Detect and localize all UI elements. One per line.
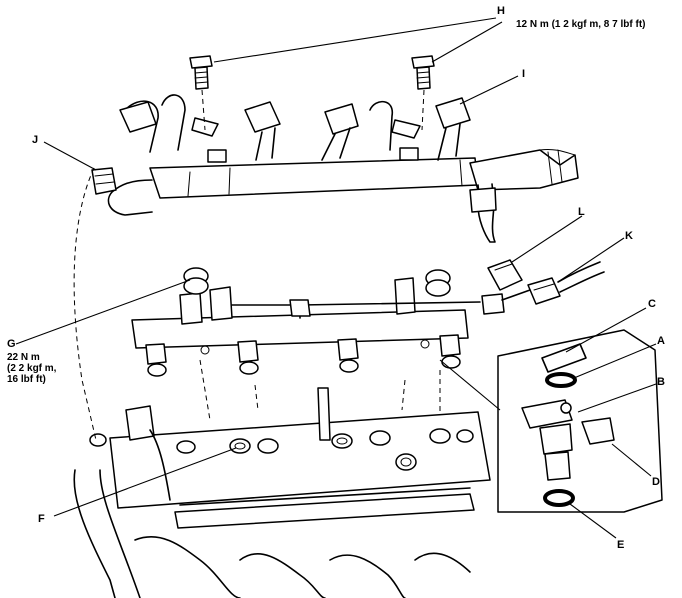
leader-e: [569, 503, 617, 539]
pressure-sensor: [125, 405, 155, 441]
leader-d: [611, 443, 652, 477]
leader-b: [577, 383, 657, 413]
harness-bundle: [469, 149, 579, 191]
leader-h-left: [213, 17, 497, 63]
label-j: J: [32, 134, 39, 146]
leader-g-left: [15, 279, 191, 345]
bolts-h: [189, 55, 435, 131]
label-f: F: [38, 513, 45, 525]
label-d: D: [652, 476, 660, 488]
bolt-left: [189, 55, 213, 90]
connector-l: [487, 259, 523, 291]
detail-injector-head: [521, 399, 573, 429]
leader-i: [459, 75, 519, 105]
o-ring-e: [543, 489, 575, 507]
injector-harness: [91, 94, 579, 243]
label-e: E: [617, 539, 625, 551]
label-c: C: [648, 298, 656, 310]
intake-manifold: [73, 167, 491, 598]
label-a: A: [657, 335, 665, 347]
o-ring-a: [545, 372, 577, 388]
label-g: G: [7, 338, 16, 350]
detail-frame: [497, 329, 663, 513]
leader-detail: [439, 359, 501, 411]
torque-spec-g-line3: 16 lbf ft): [7, 374, 46, 385]
fuel-rail-assembly: [131, 267, 531, 421]
leader-lines: [15, 17, 657, 539]
label-b: B: [657, 376, 665, 388]
coil-connector-3: [324, 103, 359, 135]
injector-bores: [176, 428, 474, 471]
label-h: H: [497, 5, 505, 17]
label-k: K: [625, 230, 633, 242]
bolt-right: [411, 55, 435, 90]
manifold-top: [109, 411, 491, 509]
leader-l: [511, 215, 583, 263]
injector-detail: [497, 329, 663, 513]
detail-injector-body: [539, 423, 573, 455]
torque-spec-h: 12 N m (1 2 kgf m, 8 7 lbf ft): [516, 19, 646, 30]
label-l: L: [578, 206, 585, 218]
connector-k: [527, 277, 561, 305]
coil-connector-2: [244, 101, 281, 133]
detail-clip-d: [581, 417, 615, 445]
label-i: I: [522, 68, 526, 80]
torque-spec-g-line1: 22 N m: [7, 352, 40, 363]
torque-spec-g-line2: (2 2 kgf m,: [7, 363, 57, 374]
manifold-stud: [317, 387, 331, 441]
detail-seal-c: [541, 343, 587, 373]
manifold-rail-bar: [174, 493, 475, 529]
connectors-kl: [487, 259, 605, 305]
coil-connector-4: [435, 97, 471, 129]
leader-a: [573, 343, 657, 379]
clip-right: [391, 119, 421, 139]
leader-c: [565, 307, 647, 353]
leader-f: [53, 447, 237, 517]
leader-h-right: [431, 21, 503, 63]
harness-bar: [149, 157, 479, 199]
leader-k: [557, 237, 625, 283]
connector-j: [91, 167, 117, 195]
coil-connector-1: [119, 101, 157, 133]
leader-j: [43, 141, 97, 171]
